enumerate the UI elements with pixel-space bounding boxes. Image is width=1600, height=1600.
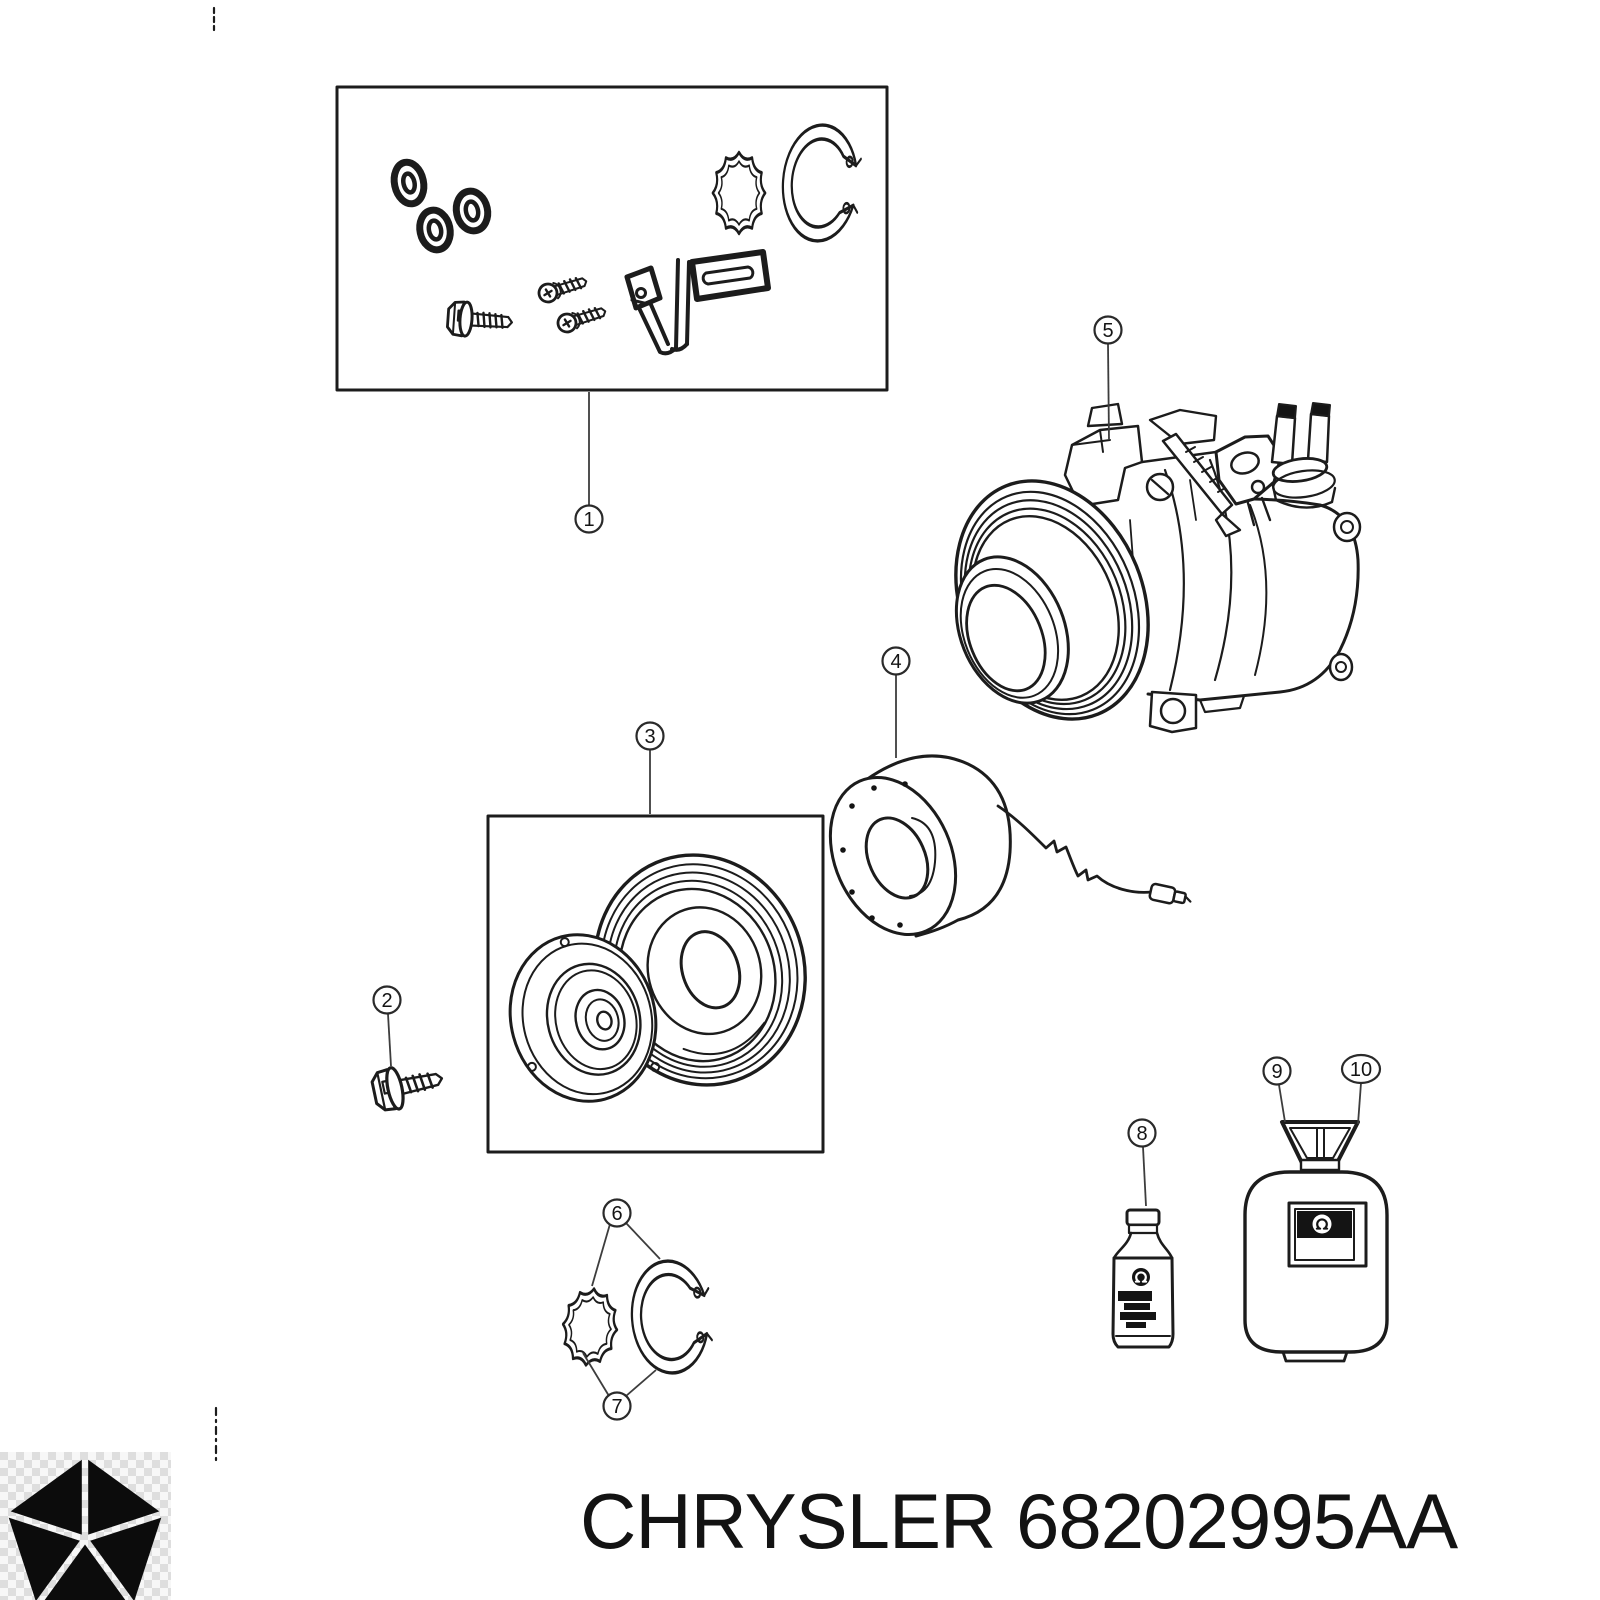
callout-8: 8: [1127, 1118, 1157, 1148]
kit-snap-ring: [777, 120, 865, 246]
callout-4: 4: [881, 646, 911, 676]
compressor-mounting-lugs: [1148, 511, 1362, 734]
mounting-bolt: [370, 1066, 444, 1112]
callout-1: 1: [574, 504, 604, 534]
compressor-ports: [1270, 402, 1337, 509]
wave-washer: [559, 1286, 621, 1368]
wire-connector: [1148, 882, 1192, 905]
kit-gasket-ring: [713, 152, 765, 233]
coil-rivets: [840, 781, 908, 928]
kit-screw-1: [535, 271, 591, 306]
callout-2: 2: [372, 985, 402, 1015]
callout-balloons: 1 2 3 4 5 6 7 8: [372, 315, 1382, 1421]
callout-10-number: 10: [1350, 1059, 1372, 1081]
clutch-box-outline: [486, 814, 825, 1154]
o-ring-set: [390, 158, 492, 254]
bottle-brand-roundel: [1130, 1266, 1152, 1288]
callout-3-number: 3: [644, 726, 655, 748]
clutch-coil: [828, 754, 1192, 938]
kit-mounting-bracket: [624, 249, 771, 356]
callout-2-number: 2: [381, 990, 392, 1012]
callout-7-number: 7: [611, 1396, 622, 1418]
coil-body-silhouette: [864, 754, 1012, 938]
retaining-ring: [626, 1256, 716, 1378]
callout-5: 5: [1093, 315, 1123, 345]
callout-5-number: 5: [1102, 320, 1113, 342]
tank-label: [1287, 1201, 1368, 1268]
kit-screw-2: [554, 301, 610, 336]
callout-6-number: 6: [611, 1203, 622, 1225]
ac-compressor: [954, 402, 1362, 734]
callout-7: 7: [602, 1391, 632, 1421]
tank-foot: [1281, 1350, 1349, 1363]
callout-8-number: 8: [1136, 1123, 1147, 1145]
chrysler-pentastar-logo: [0, 1452, 171, 1600]
callout-9: 9: [1262, 1056, 1292, 1086]
leader-lines: [387, 343, 1362, 1397]
bottle-cap: [1125, 1208, 1161, 1227]
callout-1-number: 1: [583, 509, 594, 531]
pentastar-icon: [8, 1459, 162, 1600]
oil-bottle: [1111, 1208, 1175, 1349]
refrigerant-tank: [1243, 1120, 1389, 1363]
compressor-clamp-strap: [1161, 432, 1242, 538]
kit-box-outline: [335, 85, 889, 392]
callout-3: 3: [635, 721, 665, 751]
tank-handle: [1280, 1120, 1360, 1172]
kit-hex-bolt: [446, 300, 513, 338]
coil-wire: [996, 804, 1154, 894]
coil-center-hole: [864, 816, 930, 900]
compressor-port-plate: [1214, 434, 1283, 527]
compressor-pulley: [954, 479, 1150, 721]
bottle-label-text-bars: [1118, 1291, 1156, 1328]
clutch-plate: [508, 933, 661, 1103]
callout-10: 10: [1340, 1053, 1382, 1085]
callout-4-number: 4: [890, 651, 901, 673]
hardware-kit-box: [335, 85, 889, 392]
callout-9-number: 9: [1271, 1061, 1282, 1083]
clutch-kit-box: [486, 814, 825, 1154]
callout-6: 6: [602, 1198, 632, 1228]
part-number-title: CHRYSLER 68202995AA: [580, 1477, 1458, 1565]
